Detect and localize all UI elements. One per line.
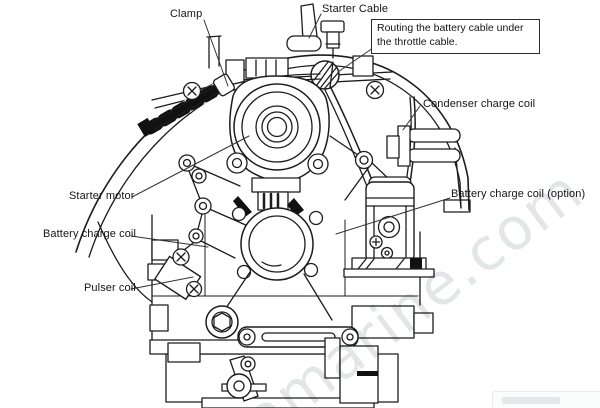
label-condenser-charge-coil: Condenser charge coil	[423, 98, 536, 110]
leader-routing-note	[337, 47, 374, 73]
label-starter-motor: Starter motor	[69, 190, 135, 202]
callout-routing-note: Routing the battery cable under the thro…	[371, 19, 540, 54]
label-starter-cable: Starter Cable	[322, 3, 389, 15]
starter-cable-part	[286, 3, 322, 52]
lower-block	[149, 305, 399, 408]
flywheel	[226, 75, 330, 217]
label-battery-charge-coil-option: Battery charge coil (option)	[451, 188, 586, 200]
hatched-grommet	[310, 60, 340, 90]
carburetor	[217, 206, 333, 321]
deck	[151, 35, 393, 109]
plug-bolt	[320, 20, 345, 59]
leader-starter-motor	[131, 135, 250, 198]
pulser-coil-part	[154, 248, 203, 300]
engine-block	[149, 214, 434, 353]
leader-lines	[130, 13, 451, 290]
leader-condenser	[402, 105, 421, 131]
leader-clamp	[203, 19, 229, 87]
faint-text-smudge	[502, 397, 560, 404]
label-battery-charge-coil: Battery charge coil	[43, 228, 136, 240]
leader-battery-option	[335, 197, 451, 235]
rim-screws	[182, 80, 385, 101]
condenser-coil-part	[386, 125, 461, 167]
faint-cutoff-box	[492, 391, 600, 408]
leader-pulser	[130, 276, 194, 290]
label-pulser-coil: Pulser coil	[84, 282, 136, 294]
leader-starter-cable	[308, 13, 322, 39]
battery-coil-option-part	[343, 176, 435, 278]
leader-battery-coil	[130, 235, 209, 248]
label-clamp: Clamp	[170, 8, 203, 20]
